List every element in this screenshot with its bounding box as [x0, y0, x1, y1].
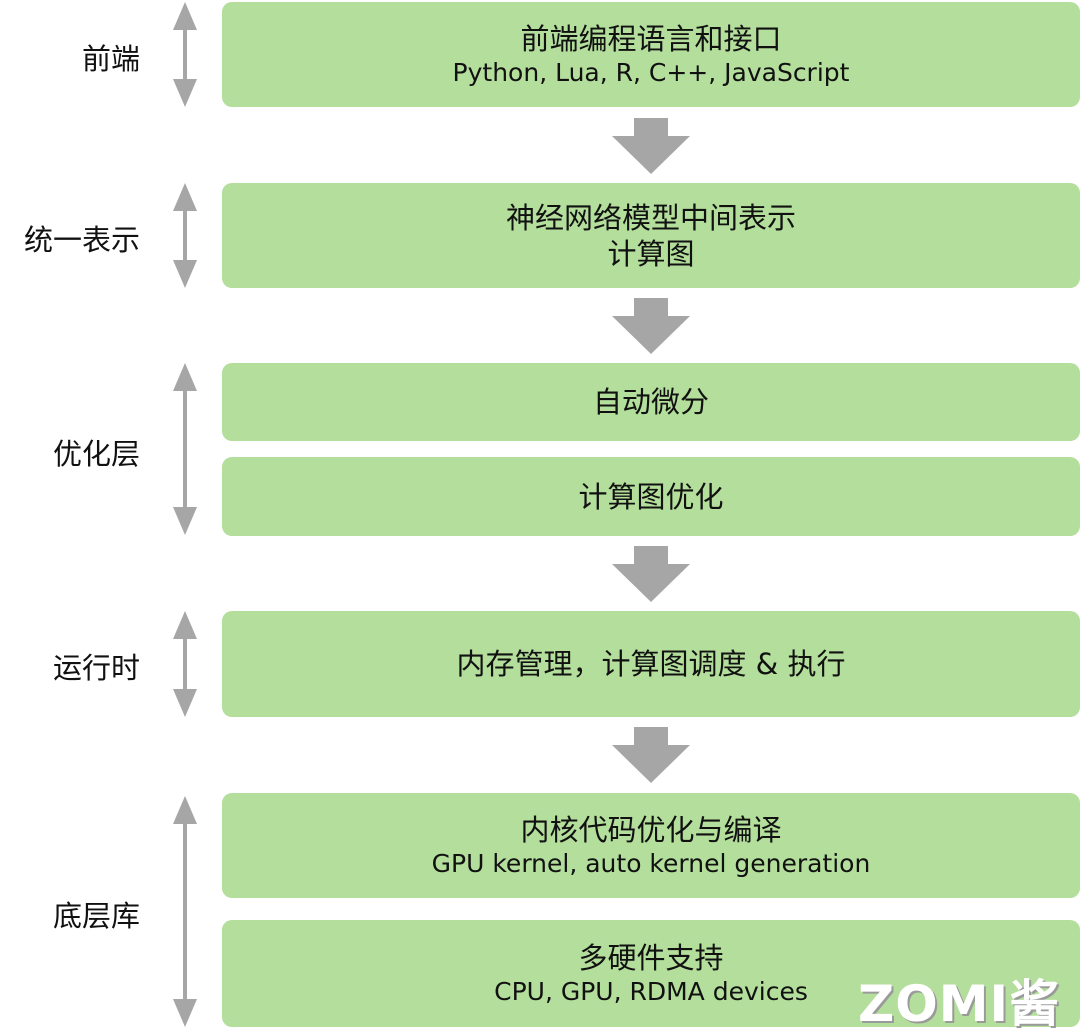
double-arrow-icon — [173, 2, 197, 107]
box-title: 神经网络模型中间表示 — [505, 200, 796, 235]
double-arrow-icon — [173, 611, 197, 717]
down-arrow-icon — [612, 727, 690, 783]
layer-label-unified-ir: 统一表示 — [23, 223, 140, 257]
layer-label-frontend: 前端 — [81, 42, 140, 76]
layer-label-optimization: 优化层 — [52, 437, 140, 471]
down-arrow-icon — [612, 546, 690, 602]
box-graph-optimization: 计算图优化 — [222, 457, 1080, 536]
box-title: 自动微分 — [592, 385, 709, 419]
layer-label-runtime: 运行时 — [52, 651, 140, 685]
box-frontend-languages: 前端编程语言和接口 Python, Lua, R, C++, JavaScrip… — [222, 2, 1080, 107]
box-nn-ir: 神经网络模型中间表示 计算图 — [222, 183, 1080, 288]
double-arrow-icon — [173, 363, 197, 535]
box-hardware-support: 多硬件支持 CPU, GPU, RDMA devices — [222, 920, 1080, 1027]
box-title: 内存管理，计算图调度 & 执行 — [456, 647, 846, 681]
box-subtitle: GPU kernel, auto kernel generation — [431, 848, 871, 878]
box-subtitle: CPU, GPU, RDMA devices — [494, 976, 808, 1006]
down-arrow-icon — [612, 118, 690, 174]
box-title: 前端编程语言和接口 — [520, 21, 782, 56]
layer-label-low-level-libs: 底层库 — [52, 899, 140, 933]
box-kernel-compile: 内核代码优化与编译 GPU kernel, auto kernel genera… — [222, 793, 1080, 898]
box-autodiff: 自动微分 — [222, 363, 1080, 441]
box-title: 内核代码优化与编译 — [520, 812, 782, 847]
box-title: 多硬件支持 — [578, 940, 724, 975]
box-title: 计算图优化 — [578, 479, 724, 514]
down-arrow-icon — [612, 298, 690, 354]
double-arrow-icon — [173, 796, 197, 1027]
box-runtime: 内存管理，计算图调度 & 执行 — [222, 611, 1080, 717]
box-subtitle: 计算图 — [607, 236, 695, 271]
watermark-logo: ZOMI酱 — [858, 975, 1061, 1033]
box-subtitle: Python, Lua, R, C++, JavaScript — [452, 57, 850, 87]
double-arrow-icon — [173, 183, 197, 288]
